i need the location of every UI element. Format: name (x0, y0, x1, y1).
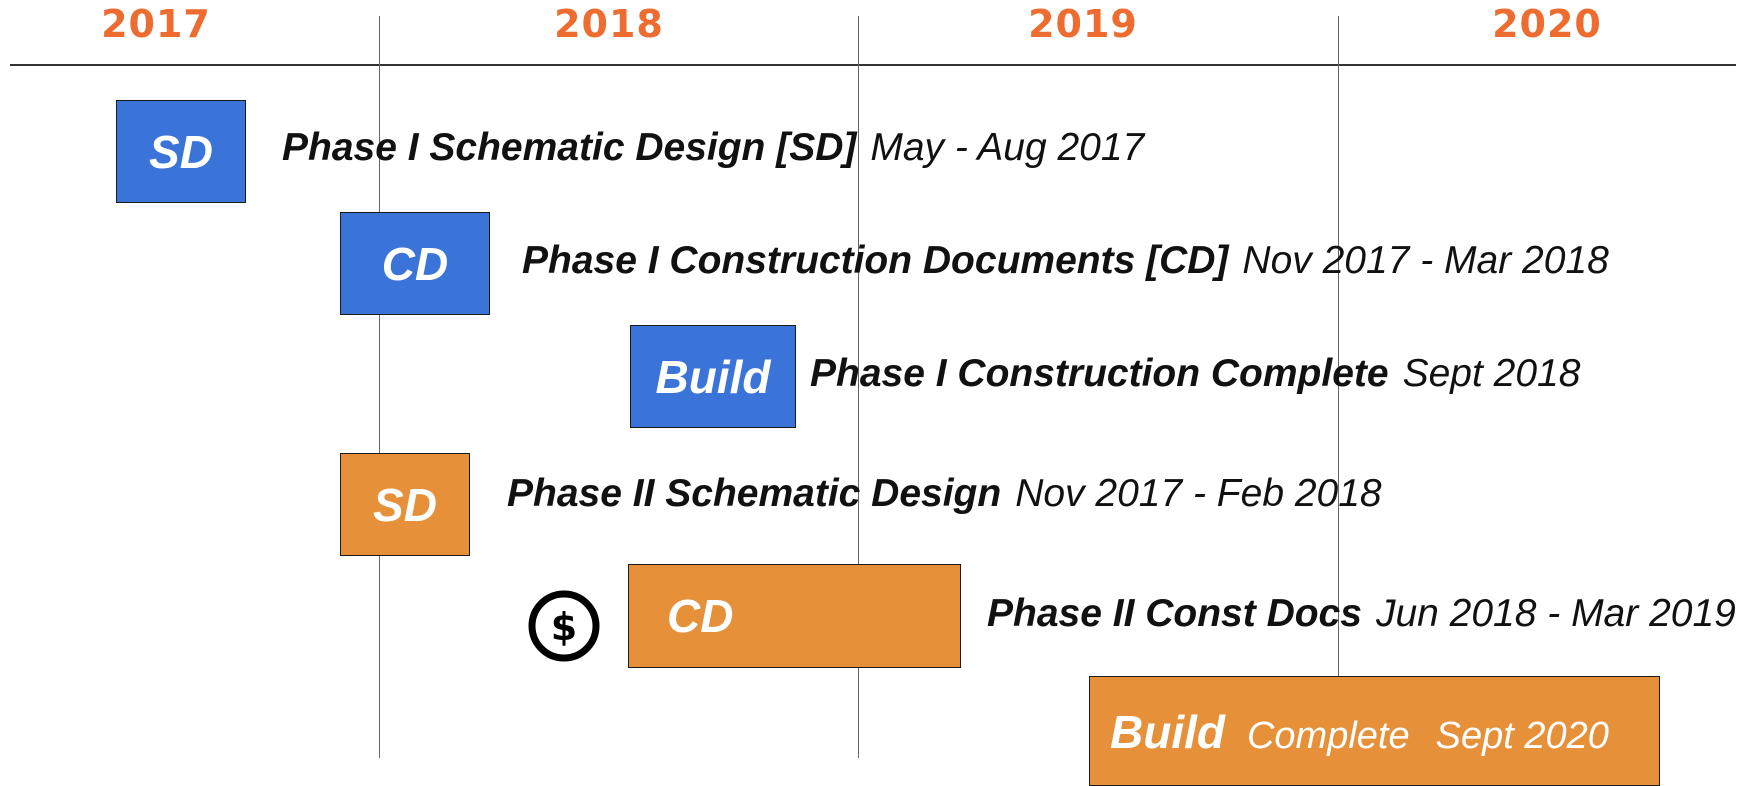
year-2020: 2020 (1492, 2, 1602, 46)
phase-1-cd-title: Phase I Construction Documents [CD] (522, 239, 1229, 282)
phase-1-build-box: Build (630, 325, 796, 428)
phase-1-sd-dates: May - Aug 2017 (870, 126, 1145, 169)
phase-1-cd-dates: Nov 2017 - Mar 2018 (1242, 239, 1609, 282)
phase-2-cd-box: CD (628, 564, 961, 668)
phase-2-build-dates: Sept 2020 (1435, 715, 1609, 757)
phase-1-sd-box: SD (116, 100, 246, 203)
phase-2-cd-dates: Jun 2018 - Mar 2019 (1375, 592, 1736, 635)
year-2018: 2018 (554, 2, 664, 46)
phase-2-cd-label: Phase II Const Docs Jun 2018 - Mar 2019 (987, 594, 1736, 633)
year-2017: 2017 (101, 2, 211, 46)
dollar-circle-icon: $ (528, 590, 600, 662)
svg-text:$: $ (551, 605, 577, 649)
phase-1-cd-box-label: CD (381, 237, 449, 290)
year-divider-2018 (379, 16, 380, 758)
phase-1-sd-title: Phase I Schematic Design [SD] (282, 126, 857, 169)
year-2019: 2019 (1028, 2, 1138, 46)
phase-2-sd-title: Phase II Schematic Design (507, 472, 1002, 515)
phase-1-build-box-label: Build (655, 350, 771, 403)
timeline-axis (10, 64, 1736, 66)
year-divider-2019 (858, 16, 859, 758)
phase-1-cd-label: Phase I Construction Documents [CD] Nov 2… (522, 241, 1609, 280)
phase-2-sd-label: Phase II Schematic Design Nov 2017 - Feb … (507, 474, 1382, 513)
phase-2-cd-box-label: CD (667, 590, 734, 642)
year-divider-2020 (1338, 16, 1339, 678)
phase-2-cd-title: Phase II Const Docs (987, 592, 1362, 635)
phase-1-build-dates: Sept 2018 (1402, 352, 1581, 395)
phase-1-sd-label: Phase I Schematic Design [SD] May - Aug 2… (282, 128, 1144, 167)
phase-2-sd-dates: Nov 2017 - Feb 2018 (1015, 472, 1382, 515)
phase-1-build-title: Phase I Construction Complete (810, 352, 1389, 395)
phase-1-cd-box: CD (340, 212, 490, 315)
phase-1-build-label: Phase I Construction Complete Sept 2018 (810, 354, 1580, 393)
phase-2-build-title: Complete (1246, 715, 1410, 757)
phase-1-sd-box-label: SD (149, 125, 213, 178)
phase-2-sd-box: SD (340, 453, 470, 556)
phase-2-sd-box-label: SD (373, 478, 437, 531)
phase-2-build-box-label: Build (1110, 706, 1225, 758)
phase-2-build-box: Build Complete Sept 2020 (1089, 676, 1660, 786)
